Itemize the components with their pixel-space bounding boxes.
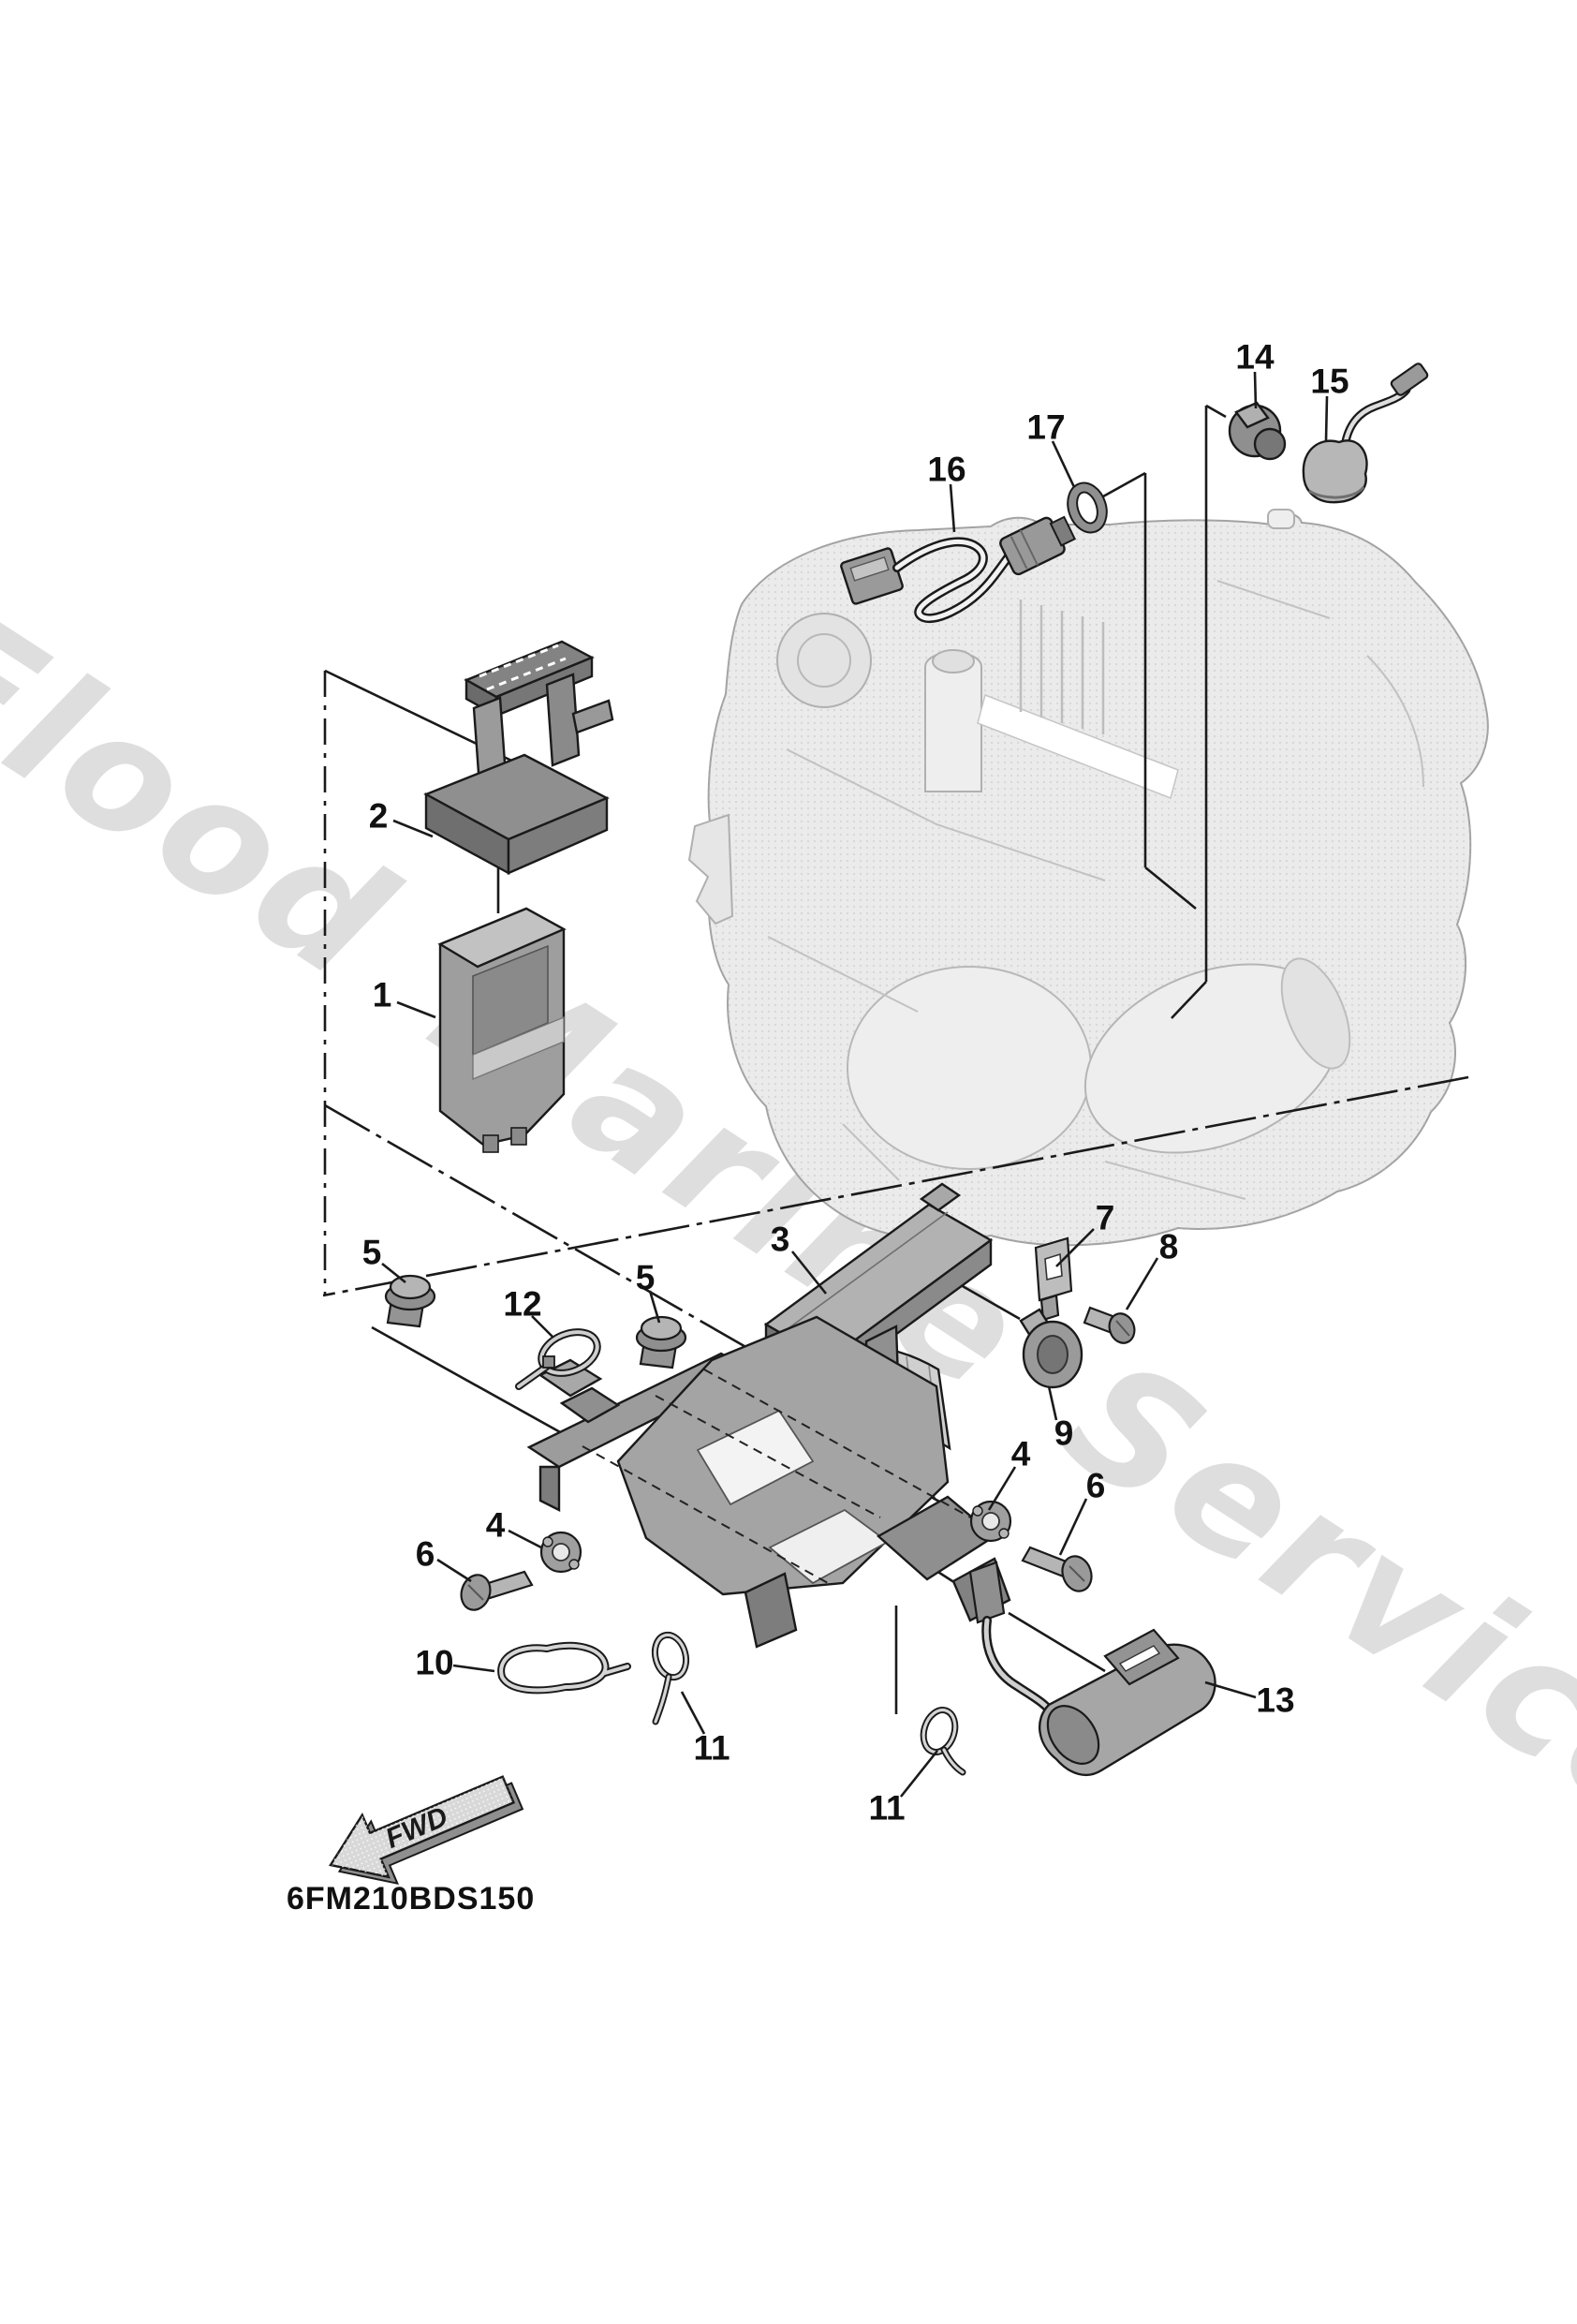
callout-11: 11: [868, 1788, 906, 1828]
part-5-grommet-left: [384, 1274, 436, 1328]
part-4-collar-left: [539, 1531, 582, 1574]
leader-line-15: [1324, 395, 1329, 441]
leader-line-8: [1125, 1257, 1159, 1310]
callout-6: 6: [1085, 1466, 1106, 1505]
engine-stub-cap: [932, 649, 975, 674]
engine-flywheel-inner: [797, 633, 851, 688]
callout-4: 4: [1010, 1434, 1031, 1473]
part-1-ecu: [437, 907, 567, 1153]
part-3-centerlines: [582, 1369, 992, 1584]
part-14-sensor: [1228, 401, 1287, 461]
engine-flywheel: [776, 613, 872, 708]
leader-line-5: [648, 1290, 661, 1324]
engine-detail-lines: [767, 580, 1424, 1200]
leader-line-1: [396, 1000, 436, 1019]
callout-11: 11: [693, 1728, 730, 1768]
part-6-bolt-right: [1021, 1546, 1093, 1592]
callout-12: 12: [503, 1284, 542, 1324]
leader-line-16: [949, 483, 956, 533]
locator-line-16: [1102, 471, 1197, 910]
leader-line-14: [1253, 371, 1258, 409]
callout-6: 6: [415, 1534, 435, 1574]
part-2-vent-dashes: [479, 644, 567, 691]
leader-line-7: [1055, 1228, 1095, 1267]
part-2-bracket: [423, 640, 614, 876]
boundary-lower-diagonal: [371, 1325, 580, 1444]
part-17-washer: [1067, 481, 1108, 534]
leader-line-11: [680, 1691, 706, 1735]
leader-line-11: [899, 1750, 939, 1798]
leader-line-5: [381, 1262, 406, 1284]
part-15-cap: [1302, 363, 1429, 504]
leader-line-10: [452, 1664, 495, 1673]
leader-line-4: [508, 1529, 542, 1549]
part-3-bracket-assembly: [526, 1182, 1011, 1649]
callout-3: 3: [770, 1220, 790, 1259]
callout-2: 2: [368, 796, 389, 836]
leader-line-3: [790, 1251, 828, 1295]
part-16-wire-inner: [894, 540, 1014, 621]
fwd-arrow-texture: [331, 1776, 514, 1877]
callout-5: 5: [635, 1258, 656, 1297]
engine-white-band: [977, 693, 1179, 800]
part-4-collar-right: [969, 1500, 1012, 1543]
leader-line-17: [1051, 440, 1076, 488]
engine-ribs: [1019, 600, 1105, 734]
engine-left-mount: [687, 813, 734, 925]
callout-leader-lines: [381, 371, 1329, 1798]
leader-line-6: [1058, 1498, 1088, 1556]
callout-14: 14: [1235, 337, 1275, 377]
leader-line-2: [392, 819, 434, 838]
locator-line-14: [1171, 404, 1227, 1019]
part-11-clamp-left: [651, 1631, 690, 1725]
callout-10: 10: [415, 1643, 454, 1682]
fwd-arrow: FWD: [329, 1775, 524, 1886]
callout-13: 13: [1256, 1680, 1295, 1720]
engine-top-knob: [1267, 509, 1295, 529]
engine-block-illustration: [687, 509, 1489, 1247]
part-13-relay: [968, 1561, 1216, 1777]
callout-7: 7: [1095, 1198, 1115, 1237]
callout-1: 1: [372, 975, 392, 1014]
part-7-plate: [1034, 1236, 1073, 1322]
locator-line-13: [1008, 1611, 1106, 1673]
callout-16: 16: [927, 450, 966, 489]
leader-line-4: [987, 1466, 1017, 1511]
boundary-cross-diagonal-2: [322, 1075, 1469, 1297]
leader-line-9: [1047, 1385, 1058, 1421]
part-10-cable-tie: [497, 1641, 631, 1695]
part-8-bolt: [1083, 1306, 1136, 1344]
part-code-label: 6FM210BDS150: [287, 1881, 536, 1917]
engine-side-cylinder-cap: [1280, 957, 1351, 1070]
part-6-bolt-left: [460, 1570, 534, 1611]
callout-5: 5: [361, 1233, 382, 1272]
leader-line-12: [531, 1315, 554, 1339]
callout-9: 9: [1054, 1414, 1074, 1453]
leader-line-6: [436, 1558, 472, 1583]
part-11-clamp-right: [920, 1707, 966, 1776]
callout-8: 8: [1158, 1227, 1179, 1266]
part-16-lead-wire: [840, 515, 1077, 624]
part-5-grommet-right: [635, 1315, 687, 1369]
callout-17: 17: [1026, 407, 1066, 447]
callout-15: 15: [1310, 362, 1349, 401]
leader-line-13: [1204, 1680, 1257, 1699]
part-12-band: [515, 1328, 601, 1390]
part-9-grommet: [1019, 1308, 1083, 1389]
callout-4: 4: [485, 1505, 506, 1545]
